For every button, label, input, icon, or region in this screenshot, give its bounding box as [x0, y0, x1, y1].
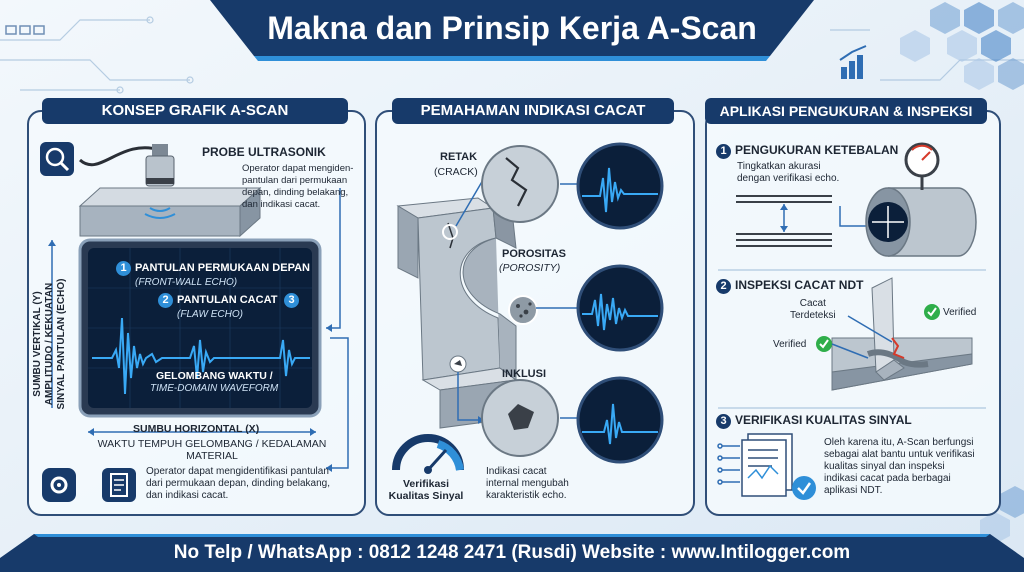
gear-icon [42, 468, 76, 502]
check-icon-right [924, 304, 940, 320]
magnifier-icon [40, 142, 74, 176]
s3-desc-line: kualitas sinyal dan inspeksi [824, 461, 945, 472]
vertical-axis-label: SUMBU VERTIKAL (Y) AMPLITUDO / KEKUATAN … [32, 234, 68, 454]
probe-desc-line: pantulan dari permukaan [242, 175, 348, 186]
probe-desc: Operator dapat mengiden- pantulan dari p… [242, 163, 353, 211]
echo2-sub: (FLAW ECHO) [177, 309, 243, 320]
panel3-illustration [717, 142, 986, 500]
panel3-heading: APLIKASI PENGUKURAN & INSPEKSI [705, 98, 987, 124]
s2-number: 2 [716, 279, 731, 294]
probe-desc-line: dan indikasi cacat. [242, 199, 321, 210]
hexagon-pattern [900, 2, 1024, 544]
documents-icon [741, 433, 816, 500]
probe-label: PROBE ULTRASONIK [202, 145, 326, 159]
s3-desc-line: sebagai alat bantu untuk verifikasi [824, 449, 975, 460]
circuit-lines [0, 16, 1024, 94]
s2-title-text: INSPEKSI CACAT NDT [735, 278, 864, 292]
s2-flaw-label: Cacat Terdeteksi [790, 298, 836, 322]
gauge-label: Verifikasi Kualitas Sinyal [385, 478, 467, 502]
horizontal-axis-desc: WAKTU TEMPUH GELOMBANG / KEDALAMAN MATER… [72, 438, 352, 462]
chart-icon [839, 45, 867, 79]
page-title: Makna dan Prinsip Kerja A-Scan [267, 10, 757, 46]
scope-crack [576, 142, 664, 230]
grid-icon [5, 25, 45, 35]
panel2-illustration [392, 142, 664, 474]
title-banner [210, 0, 814, 61]
s1-desc-line: Tingkatkan akurasi [737, 161, 821, 172]
scope-porosity [576, 264, 664, 352]
echo1-sub: (FRONT-WALL ECHO) [135, 277, 238, 288]
crack-label: RETAK [440, 151, 478, 163]
s3-title: 3 VERIFIKASI KUALITAS SINYAL [716, 413, 912, 429]
footer-contact: No Telp / WhatsApp : 0812 1248 2471 (Rus… [173, 542, 851, 563]
circuit-icon [717, 443, 740, 485]
document-icon [102, 468, 136, 502]
weld-plate-icon [831, 277, 973, 391]
waveform-sub: TIME-DOMAIN WAVEFORM [150, 383, 279, 394]
footer-banner [0, 534, 1024, 572]
echo2-number: 2 [158, 293, 173, 308]
horizontal-desc-line: WAKTU TEMPUH GELOMBANG / KEDALAMAN [97, 438, 327, 450]
probe-icon [145, 144, 175, 187]
s1-title-text: PENGUKURAN KETEBALAN [735, 143, 899, 157]
s1-desc-line: dengan verifikasi echo. [737, 173, 840, 184]
probe-desc-line: Operator dapat mengiden- [242, 163, 354, 174]
s1-desc: Tingkatkan akurasi dengan verifikasi ech… [737, 161, 839, 185]
vertical-axis-line: AMPLITUDO / KEKUATAN [44, 282, 55, 406]
echo2-text: PANTULAN CACAT [177, 294, 278, 306]
vertical-axis-line: SINYAL PANTULAN (ECHO) [56, 278, 67, 410]
s2-flaw-line: Terdeteksi [790, 310, 836, 321]
inclusion-desc: Indikasi cacat internal mengubah karakte… [486, 466, 569, 502]
s2-flaw-line: Cacat [799, 298, 826, 309]
porosity-label: POROSITAS [502, 248, 566, 260]
s3-number: 3 [716, 414, 731, 429]
scope-inclusion [576, 376, 664, 464]
probe-desc-line: depan, dinding belakang, [242, 187, 349, 198]
echo2-label: 2 PANTULAN CACAT [158, 293, 277, 308]
s3-title-text: VERIFIKASI KUALITAS SINYAL [735, 413, 912, 427]
panel1-heading: KONSEP GRAFIK A-SCAN [42, 98, 348, 124]
s1-number: 1 [716, 144, 731, 159]
bottom-desc-line: dari permukaan depan, dinding belakang, [146, 478, 331, 489]
check-icon-left [816, 336, 832, 352]
s2-title: 2 INSPEKSI CACAT NDT [716, 278, 863, 294]
gauge-icon [392, 434, 464, 474]
pipe-icon [865, 187, 977, 257]
s3-desc: Oleh karena itu, A-Scan berfungsi sebaga… [824, 437, 975, 497]
s3-desc-line: Oleh karena itu, A-Scan berfungsi [824, 437, 974, 448]
porosity-sub: (POROSITY) [499, 262, 561, 274]
panel1-bottom-desc: Operator dapat mengidentifikasi pantulan… [146, 466, 330, 502]
vertical-axis-line: SUMBU VERTIKAL (Y) [32, 291, 43, 397]
bottom-desc-line: dan indikasi cacat. [146, 490, 229, 501]
gauge-label-line: Kualitas Sinyal [388, 490, 464, 502]
s3-desc-line: aplikasi NDT. [824, 485, 883, 496]
crack-sub: (CRACK) [434, 166, 478, 178]
echo1-text: PANTULAN PERMUKAAN DEPAN [135, 262, 310, 274]
s1-title: 1 PENGUKURAN KETEBALAN [716, 143, 898, 159]
echo1-label: 1 PANTULAN PERMUKAAN DEPAN [116, 261, 310, 276]
bottom-desc-line: Operator dapat mengidentifikasi pantulan [146, 466, 329, 477]
panel2-heading: PEMAHAMAN INDIKASI CACAT [392, 98, 674, 124]
echo3-number: 3 [284, 293, 299, 308]
inclusion-desc-line: internal mengubah [486, 478, 569, 489]
gauge-label-line: Verifikasi [402, 478, 450, 490]
horizontal-desc-line: MATERIAL [186, 450, 238, 462]
ascan-waveform [92, 317, 310, 395]
inclusion-desc-line: Indikasi cacat [486, 466, 547, 477]
horizontal-axis-label: SUMBU HORIZONTAL (X) [133, 423, 260, 435]
panel1-illustration [40, 142, 349, 502]
pressure-gauge-icon [904, 142, 940, 190]
inclusion-desc-line: karakteristik echo. [486, 490, 567, 501]
s2-verified-left: Verified [773, 339, 807, 350]
s2-verified-right: Verified [943, 307, 977, 318]
echo3-label: 3 [284, 293, 303, 308]
waveform-label: GELOMBANG WAKTU / [156, 370, 273, 382]
echo1-number: 1 [116, 261, 131, 276]
inclusion-label: INKLUSI [502, 368, 546, 380]
s3-desc-line: indikasi cacat pada berbagai [824, 473, 951, 484]
